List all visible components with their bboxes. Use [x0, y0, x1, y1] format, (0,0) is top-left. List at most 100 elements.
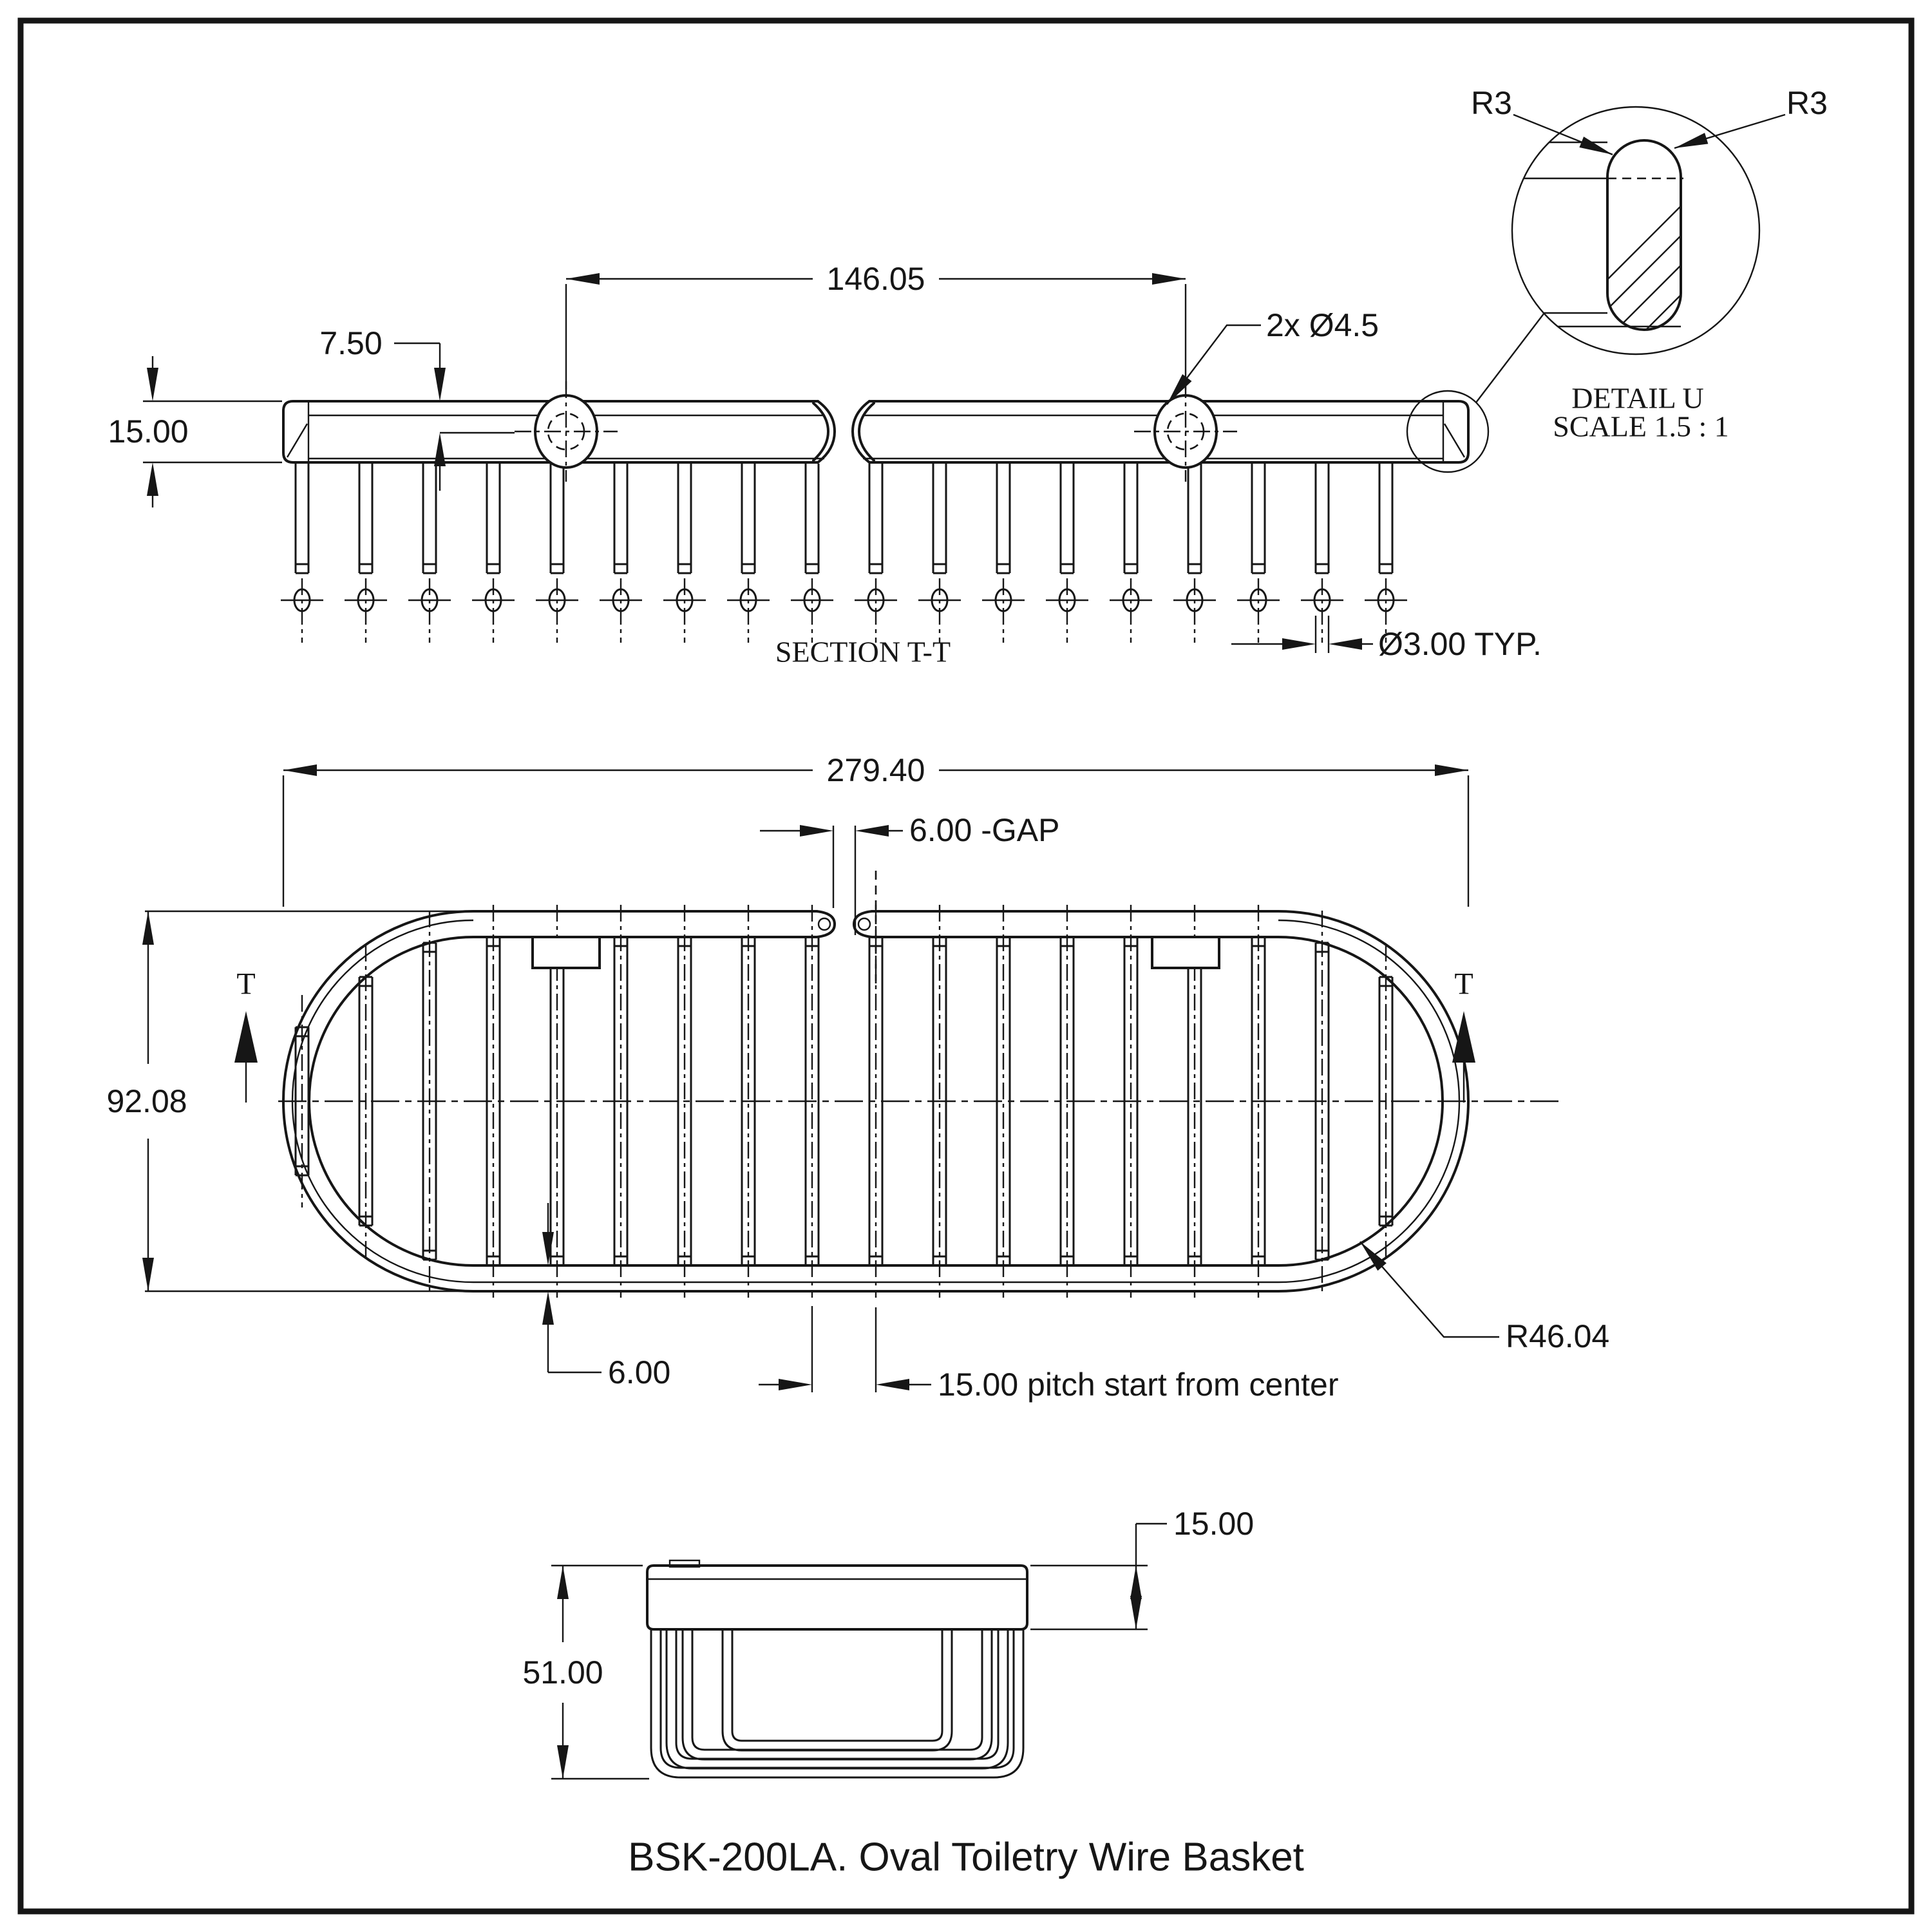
plan-mount-tab-left	[531, 936, 601, 969]
hatch-line	[1607, 140, 1681, 330]
detail-view-label: DETAIL U	[1571, 382, 1703, 415]
arrowhead	[1329, 638, 1362, 650]
section-wire	[677, 464, 692, 574]
side-u-wires	[650, 1629, 1025, 1779]
section-right-bar-end-cap	[851, 400, 875, 464]
section-hole-boss-right	[1134, 381, 1237, 482]
dim-band-width: 6.00	[547, 1203, 670, 1390]
detail-view: R3 R3 DETAIL U SCALE 1.5 : 1	[1471, 85, 1828, 443]
arrowhead	[147, 462, 158, 496]
detail-hatch-lines	[1607, 140, 1681, 330]
section-wire	[996, 464, 1011, 574]
hatch-line	[1678, 140, 1681, 330]
arrowhead	[434, 368, 446, 401]
detail-band-edge-lines	[1524, 141, 1681, 328]
side-u-wire-inner	[691, 1629, 983, 1751]
dim-gap: 6.00 -GAP	[760, 812, 1059, 935]
section-wire	[486, 464, 501, 574]
plan-gap-end-caps	[815, 910, 873, 938]
dim-overall-width-text: 92.08	[106, 1083, 187, 1119]
section-wire	[613, 464, 629, 574]
arrowhead	[434, 433, 446, 466]
arrowhead	[876, 1379, 909, 1390]
hatch-line	[1607, 140, 1681, 330]
detail-r3-right-text: R3	[1786, 85, 1828, 121]
arrowhead	[1452, 1011, 1475, 1063]
arrowhead	[542, 1232, 554, 1265]
callout-holes-text: 2x Ø4.5	[1266, 307, 1379, 343]
section-wire	[804, 464, 820, 574]
callout-wire-dia-text: Ø3.00 TYP.	[1378, 626, 1542, 662]
side-view: 51.00 15.00	[522, 1506, 1254, 1780]
plan-inner-rim	[308, 936, 1444, 1267]
arrowhead	[1167, 374, 1192, 404]
sheet-border	[17, 17, 1915, 1915]
section-wire	[1251, 464, 1266, 574]
side-band	[646, 1564, 1028, 1631]
dim-hole-spacing: 146.05	[565, 261, 1187, 390]
section-wire	[868, 464, 884, 574]
dim-pitch-text: 15.00 pitch start from center	[938, 1367, 1339, 1403]
arrowhead	[1282, 638, 1316, 650]
section-left-bar-end-cap	[812, 400, 836, 464]
arrowhead	[1674, 133, 1709, 148]
hatch-line	[1607, 140, 1681, 330]
section-wires	[281, 464, 1407, 643]
section-wire	[549, 464, 565, 574]
detail-r3-left-text: R3	[1471, 85, 1512, 121]
arrowhead	[1360, 1242, 1387, 1271]
hatch-line	[1618, 140, 1681, 330]
dim-total-height-text: 51.00	[522, 1654, 603, 1690]
section-wire	[358, 464, 374, 574]
dim-hole-offset-text: 7.50	[319, 325, 382, 361]
arrowhead	[1130, 1596, 1142, 1629]
dim-band-height: 15.00	[108, 356, 282, 507]
section-marker-left-letter: T	[236, 967, 255, 1001]
hatch-line	[1648, 140, 1681, 330]
arrowhead	[557, 1745, 569, 1779]
dim-overall-width: 92.08	[106, 910, 475, 1293]
dim-overall-length: 279.40	[282, 752, 1470, 907]
section-marker-left: T	[236, 967, 256, 1103]
arrowhead	[1152, 273, 1186, 285]
dim-band-height-text: 15.00	[108, 413, 188, 450]
arrowhead	[142, 911, 154, 945]
arrowhead	[779, 1379, 812, 1390]
dim-end-radius: R46.04	[1359, 1241, 1609, 1354]
dim-end-radius-text: R46.04	[1506, 1318, 1609, 1354]
section-view: 146.05 7.50 15.00 2x Ø4.5 Ø3.00 TYP. SEC…	[108, 261, 1545, 668]
plan-mid-rim-arcs	[291, 919, 1461, 1283]
detail-view-scale: SCALE 1.5 : 1	[1553, 410, 1728, 443]
dim-pitch: 15.00 pitch start from center	[759, 1306, 1339, 1403]
arrowhead	[142, 1258, 154, 1291]
side-u-wire-outer	[650, 1629, 1025, 1779]
arrowhead	[283, 764, 317, 776]
section-hole-boss-left	[515, 381, 618, 482]
section-wire	[932, 464, 947, 574]
arrowhead	[800, 825, 833, 837]
dim-hole-offset: 7.50	[319, 325, 515, 491]
side-u-wire-outer	[681, 1629, 993, 1761]
arrowhead	[557, 1566, 569, 1599]
hatch-line	[1607, 140, 1681, 330]
detail-wire-cross-section	[1606, 139, 1682, 331]
section-wire	[1123, 464, 1139, 574]
plan-mount-tab-right	[1151, 936, 1220, 969]
dimension-arrowheads	[142, 133, 1709, 1779]
section-wire	[294, 464, 310, 574]
arrowhead	[234, 1011, 258, 1063]
dim-overall-length-text: 279.40	[827, 752, 925, 788]
dim-total-height: 51.00	[522, 1564, 649, 1780]
section-wire	[741, 464, 756, 574]
section-wire	[1187, 464, 1202, 574]
section-right-bar-inner-lines	[863, 401, 1466, 462]
detail-callout-circle	[1406, 390, 1490, 473]
dim-band-width-text: 6.00	[608, 1354, 670, 1390]
side-u-wire-outer	[721, 1629, 953, 1752]
arrowhead	[147, 368, 158, 401]
section-marker-right-letter: T	[1454, 967, 1473, 1001]
plan-view: 279.40 6.00 -GAP 92.08 T T R46.04	[106, 752, 1609, 1403]
callout-holes: 2x Ø4.5	[1166, 307, 1379, 405]
plan-outer-rim	[282, 910, 1470, 1293]
